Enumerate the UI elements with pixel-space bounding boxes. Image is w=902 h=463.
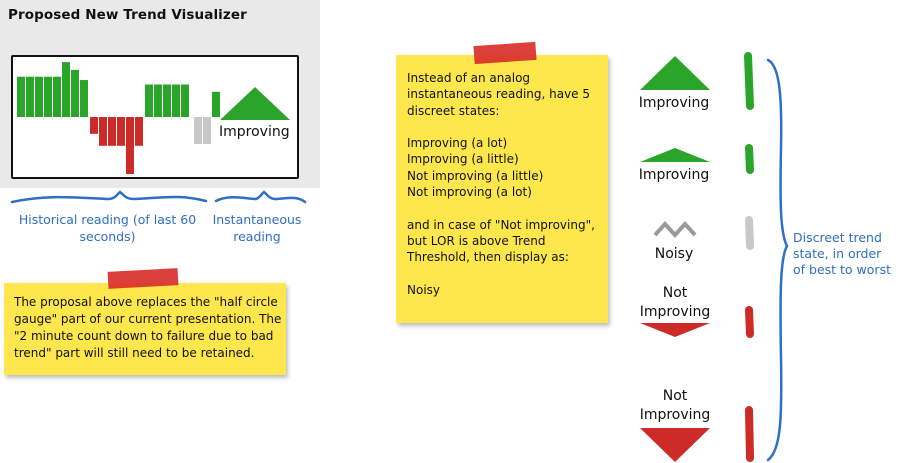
trend-bar [117,117,125,146]
trend-bar [135,117,143,146]
improving-indicator-icon [220,87,290,120]
sticky-note-right-text: Instead of an analog instantaneous readi… [407,71,595,297]
brace-caption: Discreet trend state, in order of best t… [793,230,891,277]
right-brace [766,58,789,462]
trend-bar [17,76,25,117]
state-label-noisy: Noisy [654,246,694,262]
trend-bar [71,69,79,117]
state-improving-a-lot-icon [640,56,710,90]
trend-bar [99,117,107,146]
trend-bar [126,117,134,174]
trend-bar [203,117,211,144]
trend-bar [35,76,43,117]
trend-bar [26,76,34,117]
trend-bar [108,117,116,146]
state-not-improving-a-lot-icon [640,428,710,462]
state-chip-column [744,52,754,462]
trend-bar-chart [17,62,220,174]
trend-bar [80,80,88,117]
trend-bar [145,84,153,117]
sticky-note-bottom [4,283,286,375]
under-braces [10,190,307,204]
state-label-improving-a-lot: Improving [638,95,710,111]
state-noisy-zigzag-icon [653,221,697,238]
state-not-improving-a-little-icon [640,323,710,337]
trend-bar [212,91,220,117]
state-improving-a-little-icon [640,148,710,162]
trend-bar [44,76,52,117]
mockup-title: Proposed New Trend Visualizer [8,7,247,23]
indicator-label: Improving [219,124,290,140]
state-label-improving-a-little: Improving [638,167,710,183]
sticky-note-right [396,55,608,323]
state-label-not-improving-a-lot: Not Improving [639,388,711,423]
instantaneous-caption: Instantaneous reading [212,212,302,244]
sticky-note-bottom-text: The proposal above replaces the "half ci… [14,295,282,360]
trend-bar [194,117,202,144]
trend-bar [154,84,162,117]
state-label-not-improving-a-little: Not Improving [639,285,711,320]
trend-bar [163,84,171,117]
historical-caption: Historical reading (of last 60 seconds) [18,212,197,244]
trend-bar [62,62,70,117]
trend-bar [172,84,180,117]
trend-bar [181,84,189,117]
trend-bar [53,76,61,117]
trend-bar [90,117,98,134]
